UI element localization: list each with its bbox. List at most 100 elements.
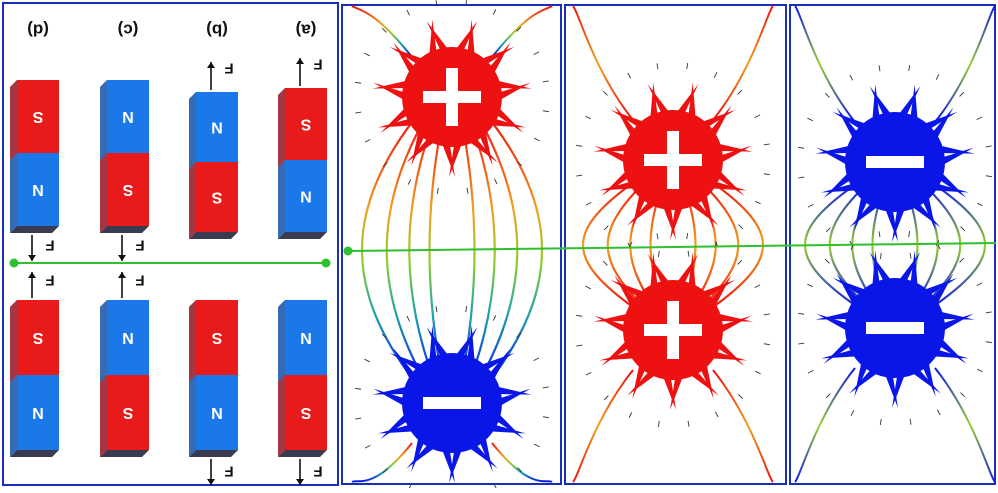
bottom-charge-field-spike [910,367,941,394]
bottom-charge-field-spike [823,336,853,364]
column-label: (c) [118,21,139,40]
top-charge-field-arrow [382,162,388,168]
bottom-charge-field-arrow [909,418,912,425]
bottom-charge-field-spike [931,273,954,307]
top-charge-field-arrow [355,81,362,84]
bottom-charge-field-spike [937,311,975,320]
top-magnet-upper-side-shade [278,88,285,167]
bottom-charge-field-arrow [576,344,583,347]
top-charge-field-arrow [602,90,608,96]
top-magnet-upper-pole [196,92,238,162]
top-charge-field-spike [815,145,853,154]
bottom-charge-field-arrow [977,368,983,373]
bottom-magnet-upper-side-shade [10,300,17,382]
bottom-charge-field-spike [718,315,752,335]
top-charge-field-arrow [985,175,992,178]
top-charge-field-spike [632,191,647,229]
top-charge-field-arrow [935,74,940,80]
bottom-charge-field-arrow [959,257,965,263]
top-charge-field-spike [441,141,455,177]
bottom-charge-field-spike [709,275,732,309]
top-charge-field-spike [854,193,869,231]
bottom-charge-field-spike [821,349,859,359]
bottom-charge-field-arrow [960,392,966,398]
top-charge-field-arrow [585,115,591,120]
field-line [794,367,856,483]
bottom-charge-field-spike [378,424,416,434]
top-force-arrow-head [28,255,36,261]
top-charge-field-arrow [542,110,549,113]
top-charge-field-arrow [879,252,882,259]
bottom-charge-field-arrow [687,420,690,427]
bottom-magnet-bottom-face [278,450,327,457]
bottom-charge-field-spike [478,434,493,472]
top-charge-field-arrow [435,0,438,7]
bottom-magnet-upper-pole [17,300,59,375]
charge-midline [347,242,997,252]
charge-panel-1: +− [344,0,560,491]
top-charge-field-spike [429,19,437,58]
field-line [794,5,856,123]
top-magnet-lower-pole [107,153,149,226]
bottom-magnet-upper-pole [107,300,149,375]
bottom-magnet-upper-side-shade [189,300,196,382]
bottom-charge-field-spike [601,338,631,366]
bottom-magnet-lower-side-shade [278,375,285,457]
top-charge-field-arrow [713,72,718,78]
bottom-charge-field-arrow [754,284,761,289]
top-charge-field-arrow [355,111,362,114]
bottom-charge-field-arrow [798,342,805,345]
bottom-magnet-lower-label: S [300,404,311,421]
bottom-charge-field-spike [426,327,450,359]
bottom-force-arrow-head [296,479,304,485]
charge-field-panels: +−++−− [344,0,996,491]
top-charge-sign-bar [866,156,924,168]
bottom-charge-field-arrow [656,233,659,240]
top-charge-field-spike [816,147,850,167]
top-charge-field-spike [599,181,637,191]
bottom-magnet-lower-label: N [32,404,44,421]
top-charge-field-spike [921,193,936,231]
top-charge-field-spike [488,42,511,76]
bottom-charge-field-arrow [465,306,468,313]
top-charge-sign-vertical [667,131,679,189]
bottom-charge-field-arrow [364,444,371,449]
bottom-charge-field-arrow [542,416,549,419]
bottom-charge-field-spike [467,442,498,469]
top-force-arrow-head [296,58,304,64]
bottom-charge-field-arrow [533,357,540,362]
top-charge-field-spike [699,191,714,229]
top-charge-field-spike [647,84,671,116]
bottom-charge-field-arrow [534,443,540,448]
bottom-charge-field-arrow [825,393,831,399]
bottom-magnet-upper-label: N [122,329,134,346]
bottom-charge-field-spike [372,386,410,395]
top-charge-sign-vertical [446,68,458,126]
bottom-charge-field-arrow [976,282,983,287]
field-line [491,442,553,483]
bottom-charge-field-arrow [657,420,660,427]
top-magnet-bottom-face [100,226,149,233]
bottom-magnet-lower-pole [107,375,149,450]
bottom-charge-field-spike [593,313,631,322]
bottom-charge-field-arrow [737,259,743,265]
bottom-force-arrow-head [207,479,215,485]
top-charge-field-arrow [737,89,743,95]
top-charge-field-arrow [977,202,983,207]
bottom-charge-field-spike [441,447,455,483]
bottom-charge-field-spike [429,325,437,364]
top-charge-field-arrow [533,51,540,56]
panel-background [567,7,785,482]
bottom-magnet-upper-pole [285,300,327,375]
column-label: (d) [27,21,49,40]
top-charge-field-spike [610,109,647,129]
top-magnet-lower-pole [285,160,327,232]
field-line [572,5,634,121]
bottom-charge-field-arrow [763,343,770,346]
top-magnet-upper-label: N [211,119,223,136]
top-magnet-bottom-face [10,226,59,233]
bottom-charge-field-spike [816,313,850,333]
top-charge-field-arrow [516,26,522,32]
